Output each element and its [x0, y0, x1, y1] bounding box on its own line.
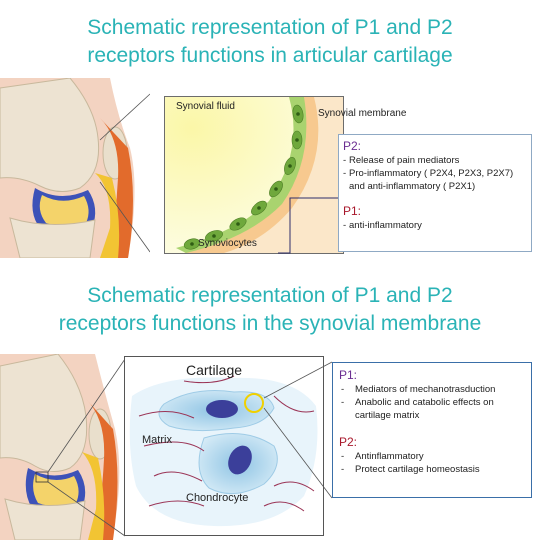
top-knee-illustration: [0, 78, 150, 258]
top-title: Schematic representation of P1 and P2 re…: [0, 14, 540, 70]
label-chondrocyte: Chondrocyte: [186, 492, 248, 504]
top-p1-heading: P1:: [343, 204, 362, 218]
top-title-line-1: Schematic representation of P1 and P2: [87, 16, 453, 39]
bottom-p2-item: Antinflammatory: [339, 450, 525, 463]
bottom-connector-lines: [263, 361, 333, 499]
top-p2-item: Pro-inflammatory ( P2X4, P2X3, P2X7) and…: [343, 167, 527, 193]
label-synoviocytes: Synoviocytes: [198, 238, 257, 249]
upper-chondrocyte-nucleus: [206, 400, 238, 418]
label-synovial-membrane: Synovial membrane: [318, 108, 407, 119]
bottom-p1-list: Mediators of mechanotrasduction Anabolic…: [339, 383, 525, 422]
top-title-line-2: receptors functions in articular cartila…: [87, 44, 453, 67]
top-p1-list: anti-inflammatory: [343, 219, 527, 232]
bottom-knee-illustration: [0, 354, 126, 540]
top-zoom-panel: Synovial fluid Synoviocytes: [164, 96, 344, 254]
top-p2-heading: P2:: [343, 139, 362, 153]
bottom-p2-item: Protect cartilage homeostasis: [339, 463, 525, 476]
bottom-zoom-panel: Cartilage Matrix Chondrocyte: [124, 356, 324, 536]
label-cartilage: Cartilage: [186, 362, 242, 378]
bottom-p1-item: Mediators of mechanotrasduction: [339, 383, 525, 396]
bottom-p2-list: Antinflammatory Protect cartilage homeos…: [339, 450, 525, 476]
bottom-info-box: P1: Mediators of mechanotrasduction Anab…: [332, 362, 532, 498]
top-connector-lines: [278, 197, 340, 254]
top-info-box: P2: Release of pain mediators Pro-inflam…: [338, 134, 532, 252]
bottom-p1-heading: P1:: [339, 368, 358, 382]
label-matrix: Matrix: [142, 434, 172, 446]
bottom-p2-heading: P2:: [339, 435, 358, 449]
bottom-title-line-2: receptors functions in the synovial memb…: [58, 312, 482, 335]
top-p2-item: Release of pain mediators: [343, 154, 527, 167]
bottom-title: Schematic representation of P1 and P2 re…: [0, 282, 540, 338]
bottom-p1-item: Anabolic and catabolic effects on cartil…: [339, 396, 525, 422]
top-p1-item: anti-inflammatory: [343, 219, 527, 232]
top-p2-list: Release of pain mediators Pro-inflammato…: [343, 154, 527, 193]
collagen-fibers: [138, 375, 315, 512]
highlight-circle: [244, 393, 264, 413]
lower-chondrocyte-nucleus: [228, 445, 252, 475]
label-synovial-fluid: Synovial fluid: [176, 101, 235, 112]
bottom-title-line-1: Schematic representation of P1 and P2: [87, 284, 453, 307]
